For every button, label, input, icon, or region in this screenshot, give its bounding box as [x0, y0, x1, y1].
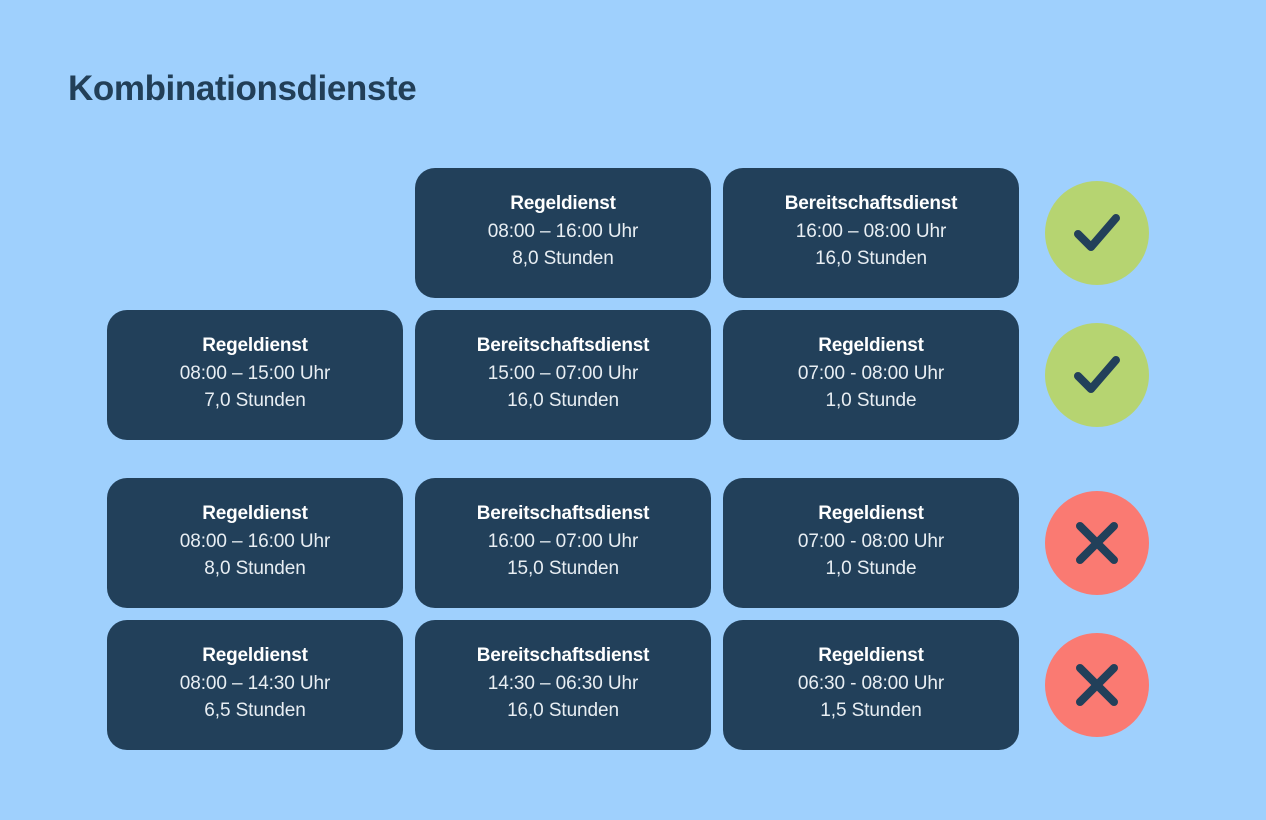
cross-icon — [1067, 655, 1127, 715]
page-title: Kombinationsdienste — [68, 69, 417, 108]
status-badge-valid — [1045, 323, 1149, 427]
row-status — [1043, 168, 1151, 298]
shift-row: Regeldienst 08:00 – 15:00 Uhr 7,0 Stunde… — [107, 310, 1162, 440]
shift-card-title: Regeldienst — [818, 335, 924, 357]
shift-card-time: 15:00 – 07:00 Uhr — [487, 362, 639, 384]
shift-card-hours: 6,5 Stunden — [204, 699, 306, 721]
row-status — [1043, 310, 1151, 440]
shift-card[interactable]: Bereitschaftsdienst 15:00 – 07:00 Uhr 16… — [415, 310, 711, 440]
shift-cell: Regeldienst 08:00 – 14:30 Uhr 6,5 Stunde… — [107, 620, 403, 750]
shift-card-title: Bereitschaftsdienst — [784, 193, 958, 215]
shift-card-time: 06:30 - 08:00 Uhr — [797, 672, 945, 694]
shift-card-time: 16:00 – 08:00 Uhr — [795, 220, 947, 242]
shift-row: Regeldienst 08:00 – 16:00 Uhr 8,0 Stunde… — [107, 168, 1162, 298]
shift-card-title: Bereitschaftsdienst — [476, 503, 650, 525]
shift-card[interactable]: Regeldienst 08:00 – 14:30 Uhr 6,5 Stunde… — [107, 620, 403, 750]
status-badge-invalid — [1045, 633, 1149, 737]
shift-card-title: Regeldienst — [202, 645, 308, 667]
shift-card-title: Regeldienst — [818, 645, 924, 667]
row-status — [1043, 620, 1151, 750]
shift-card-time: 14:30 – 06:30 Uhr — [487, 672, 639, 694]
shift-cell: Bereitschaftsdienst 14:30 – 06:30 Uhr 16… — [415, 620, 711, 750]
shift-cell: Regeldienst 08:00 – 15:00 Uhr 7,0 Stunde… — [107, 310, 403, 440]
shift-card-hours: 15,0 Stunden — [507, 557, 619, 579]
shift-card[interactable]: Regeldienst 08:00 – 15:00 Uhr 7,0 Stunde… — [107, 310, 403, 440]
shift-card-time: 08:00 – 16:00 Uhr — [487, 220, 639, 242]
shift-row: Regeldienst 08:00 – 14:30 Uhr 6,5 Stunde… — [107, 620, 1162, 750]
shift-card-title: Regeldienst — [202, 503, 308, 525]
shift-cell: Regeldienst 07:00 - 08:00 Uhr 1,0 Stunde — [723, 478, 1019, 608]
status-badge-valid — [1045, 181, 1149, 285]
shift-card[interactable]: Bereitschaftsdienst 14:30 – 06:30 Uhr 16… — [415, 620, 711, 750]
shift-card-title: Regeldienst — [818, 503, 924, 525]
shift-card-title: Regeldienst — [202, 335, 308, 357]
shift-card-hours: 16,0 Stunden — [507, 699, 619, 721]
cross-icon — [1067, 513, 1127, 573]
shift-cell: Bereitschaftsdienst 15:00 – 07:00 Uhr 16… — [415, 310, 711, 440]
shift-card-hours: 16,0 Stunden — [507, 389, 619, 411]
shift-card-hours: 7,0 Stunden — [204, 389, 306, 411]
check-icon — [1067, 345, 1127, 405]
shift-card-time: 08:00 – 16:00 Uhr — [179, 530, 331, 552]
shift-card-time: 16:00 – 07:00 Uhr — [487, 530, 639, 552]
shift-card-hours: 1,5 Stunden — [820, 699, 922, 721]
shift-card-title: Regeldienst — [510, 193, 616, 215]
shift-row: Regeldienst 08:00 – 16:00 Uhr 8,0 Stunde… — [107, 478, 1162, 608]
check-icon — [1067, 203, 1127, 263]
shift-card[interactable]: Regeldienst 08:00 – 16:00 Uhr 8,0 Stunde… — [107, 478, 403, 608]
shift-card[interactable]: Regeldienst 07:00 - 08:00 Uhr 1,0 Stunde — [723, 478, 1019, 608]
shift-card-time: 08:00 – 14:30 Uhr — [179, 672, 331, 694]
shift-cell: Regeldienst 08:00 – 16:00 Uhr 8,0 Stunde… — [107, 478, 403, 608]
shift-card-hours: 16,0 Stunden — [815, 247, 927, 269]
shift-card-time: 08:00 – 15:00 Uhr — [179, 362, 331, 384]
shift-combination-grid: Regeldienst 08:00 – 16:00 Uhr 8,0 Stunde… — [107, 168, 1162, 750]
shift-card-title: Bereitschaftsdienst — [476, 335, 650, 357]
shift-cell: Bereitschaftsdienst 16:00 – 07:00 Uhr 15… — [415, 478, 711, 608]
shift-card-hours: 8,0 Stunden — [512, 247, 614, 269]
shift-card[interactable]: Bereitschaftsdienst 16:00 – 07:00 Uhr 15… — [415, 478, 711, 608]
shift-cell: Regeldienst 08:00 – 16:00 Uhr 8,0 Stunde… — [415, 168, 711, 298]
shift-card[interactable]: Regeldienst 07:00 - 08:00 Uhr 1,0 Stunde — [723, 310, 1019, 440]
shift-card[interactable]: Regeldienst 06:30 - 08:00 Uhr 1,5 Stunde… — [723, 620, 1019, 750]
shift-cell: Bereitschaftsdienst 16:00 – 08:00 Uhr 16… — [723, 168, 1019, 298]
status-badge-invalid — [1045, 491, 1149, 595]
shift-card-hours: 1,0 Stunde — [825, 389, 917, 411]
shift-card[interactable]: Bereitschaftsdienst 16:00 – 08:00 Uhr 16… — [723, 168, 1019, 298]
shift-card-hours: 1,0 Stunde — [825, 557, 917, 579]
row-status — [1043, 478, 1151, 608]
shift-card-time: 07:00 - 08:00 Uhr — [797, 530, 945, 552]
shift-card-hours: 8,0 Stunden — [204, 557, 306, 579]
shift-cell: Regeldienst 07:00 - 08:00 Uhr 1,0 Stunde — [723, 310, 1019, 440]
shift-card-title: Bereitschaftsdienst — [476, 645, 650, 667]
shift-card[interactable]: Regeldienst 08:00 – 16:00 Uhr 8,0 Stunde… — [415, 168, 711, 298]
shift-card-time: 07:00 - 08:00 Uhr — [797, 362, 945, 384]
shift-cell: Regeldienst 06:30 - 08:00 Uhr 1,5 Stunde… — [723, 620, 1019, 750]
